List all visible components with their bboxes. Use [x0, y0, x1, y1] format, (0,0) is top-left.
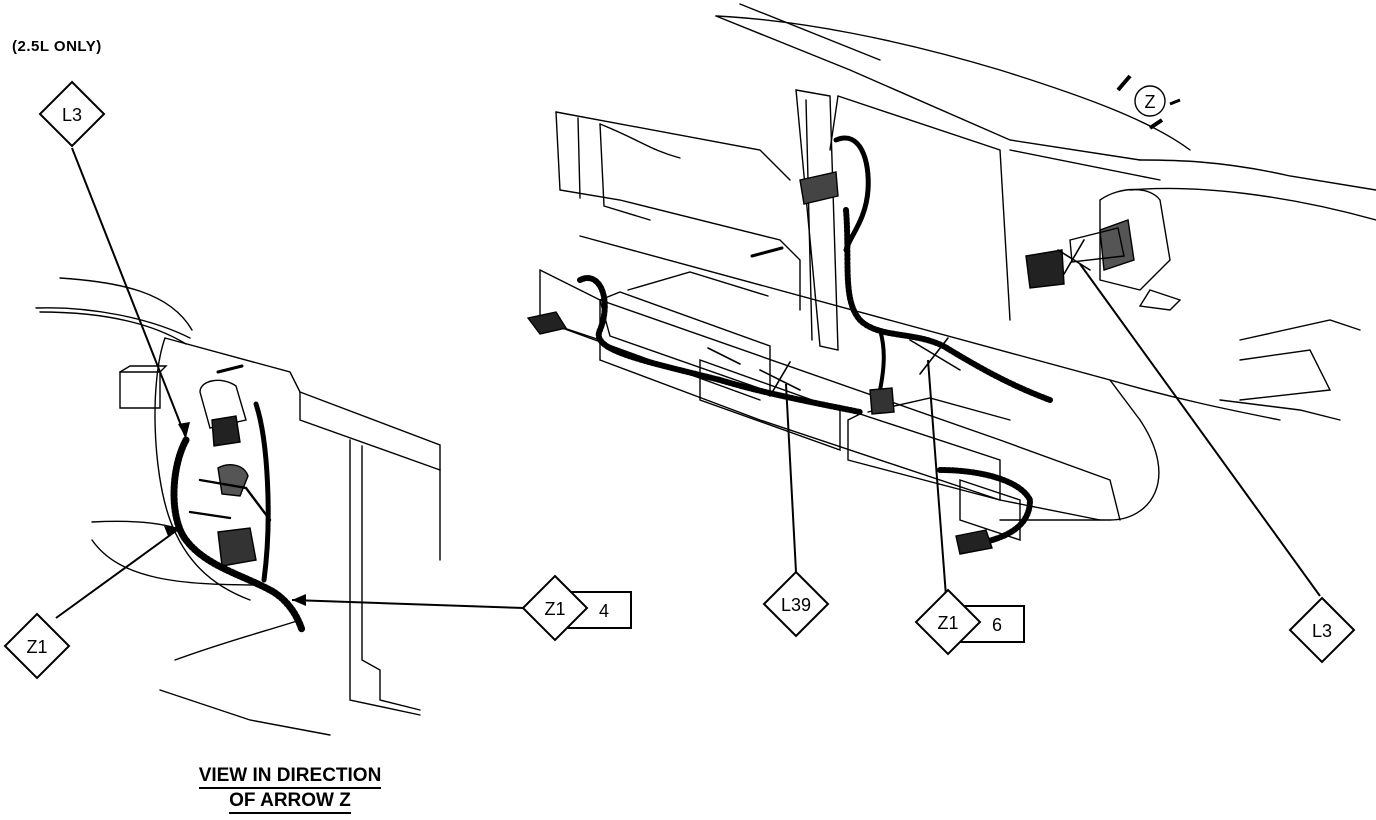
callout-id: Z1	[26, 637, 47, 657]
callout-diamond	[914, 588, 982, 656]
leader-z1-left	[55, 527, 181, 619]
callout-l3-left: L3	[38, 80, 106, 148]
view-z-letter: Z	[1145, 92, 1156, 112]
callout-id: L39	[781, 595, 811, 615]
callout-number: 6	[992, 615, 1002, 635]
callout-diamond	[762, 570, 830, 638]
callout-id: Z1	[544, 599, 565, 619]
callout-id: L3	[62, 105, 82, 125]
callout-z1-6: Z1 6	[914, 588, 1025, 656]
view-caption: VIEW IN DIRECTION OF ARROW Z	[170, 764, 410, 814]
arrowhead-z1-4	[292, 594, 306, 606]
callout-id: Z1	[937, 613, 958, 633]
callout-l39: L39	[762, 570, 830, 638]
leader-lines	[55, 147, 1321, 619]
caption-line-1: VIEW IN DIRECTION	[198, 765, 382, 789]
leader-arrowheads	[164, 422, 306, 606]
arrowhead-l3-left	[178, 422, 190, 438]
leader-l39	[785, 383, 797, 573]
arrowhead-z1-left	[164, 526, 180, 536]
callout-z1-4: Z1 4	[521, 574, 632, 642]
callout-diamond	[3, 612, 71, 680]
callout-id: L3	[1312, 621, 1332, 641]
view-z-circle	[1134, 85, 1166, 117]
caption-line-2: OF ARROW Z	[229, 790, 351, 814]
main-view-drawing	[526, 3, 1376, 555]
leader-l3-left	[71, 147, 187, 439]
view-arrow-z	[1116, 74, 1181, 130]
left-detail-drawing	[35, 277, 441, 736]
callout-l3-right: L3	[1288, 596, 1356, 664]
callout-diamond	[1288, 596, 1356, 664]
callout-number: 4	[599, 601, 609, 621]
callout-z1-left: Z1	[3, 612, 71, 680]
callout-diamond	[38, 80, 106, 148]
leader-z1-4	[291, 599, 525, 609]
leader-z1-6	[927, 359, 947, 597]
engine-note: (2.5L ONLY)	[12, 38, 102, 55]
leader-l3-right	[1079, 263, 1321, 597]
callout-diamond	[521, 574, 589, 642]
